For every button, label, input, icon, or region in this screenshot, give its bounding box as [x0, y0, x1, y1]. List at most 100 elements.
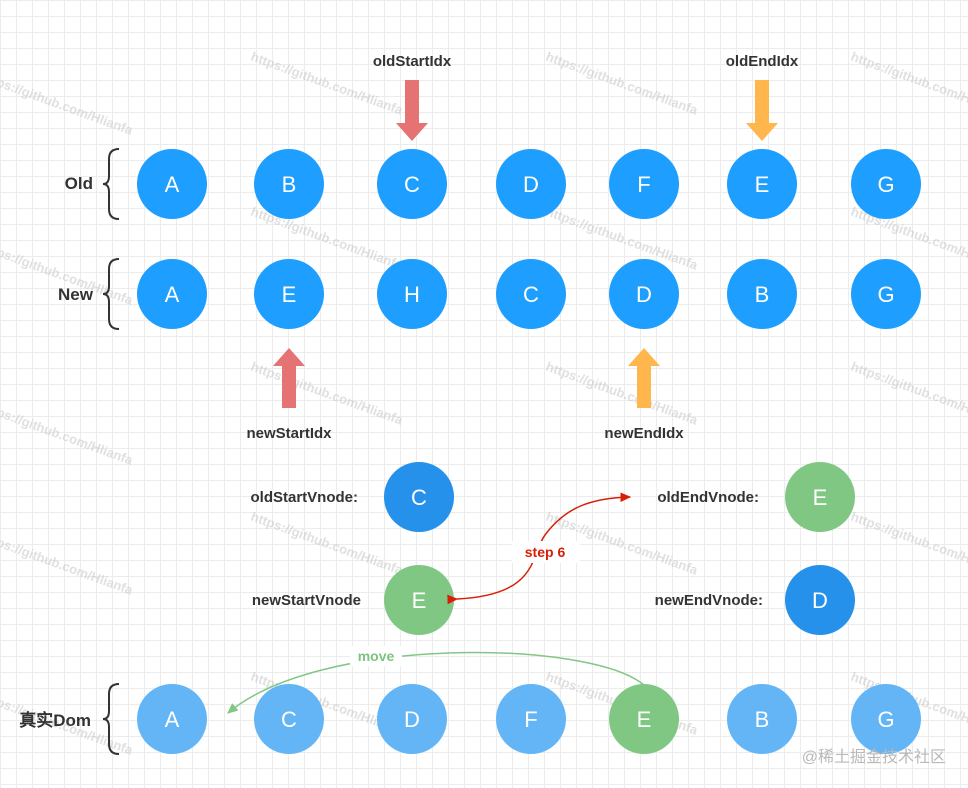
dom-node-b: B — [727, 684, 797, 754]
new-end-vnode: newEndVnode: D — [655, 565, 855, 635]
old-start-pointer: oldStartIdx — [373, 53, 452, 141]
dom-row-label: 真实Dom — [19, 710, 91, 730]
new-node-circle — [727, 259, 797, 329]
new-node-circle — [137, 259, 207, 329]
old-node-label: E — [755, 172, 770, 197]
watermark-text: https://github.com/Hlianfa — [544, 359, 701, 428]
new-start-vnode-label: newStartVnode — [252, 592, 361, 609]
dom-node-d: D — [377, 684, 447, 754]
old-start-vnode-circle — [384, 462, 454, 532]
old-node-c: C — [377, 149, 447, 219]
dom-node-circle — [137, 684, 207, 754]
new-node-g: G — [851, 259, 921, 329]
old-start-down-arrow-icon — [396, 80, 428, 141]
dom-node-circle — [727, 684, 797, 754]
dom-node-label: B — [755, 707, 770, 732]
dom-node-circle — [609, 684, 679, 754]
old-end-vnode-circle — [785, 462, 855, 532]
dom-node-circle — [496, 684, 566, 754]
new-end-vnode-label: newEndVnode: — [655, 592, 763, 609]
old-end-vnode: oldEndVnode: E — [657, 462, 855, 532]
new-end-up-arrow-icon — [628, 348, 660, 408]
old-start-vnode-label: oldStartVnode: — [251, 489, 359, 506]
new-node-circle — [254, 259, 324, 329]
watermark-text: https://github.com/Hlianfa — [249, 359, 406, 428]
old-start-vnode: oldStartVnode: C — [251, 462, 454, 532]
new-node-e: E — [254, 259, 324, 329]
dom-row-brace — [102, 683, 120, 755]
dom-node-label: A — [165, 707, 180, 732]
dom-node-g: G — [851, 684, 921, 754]
dom-node-circle — [254, 684, 324, 754]
move-label: move — [358, 648, 395, 664]
new-node-label: C — [523, 282, 539, 307]
old-end-down-arrow-icon — [746, 80, 778, 141]
old-end-pointer: oldEndIdx — [726, 53, 799, 141]
old-node-circle — [496, 149, 566, 219]
new-node-a: A — [137, 259, 207, 329]
new-row-label: New — [58, 285, 94, 304]
new-node-h: H — [377, 259, 447, 329]
dom-node-c: C — [254, 684, 324, 754]
old-node-circle — [727, 149, 797, 219]
old-node-d: D — [496, 149, 566, 219]
new-node-circle — [377, 259, 447, 329]
old-node-label: A — [165, 172, 180, 197]
move-label-bg — [350, 646, 402, 666]
old-start-idx-label: oldStartIdx — [373, 53, 452, 70]
dom-node-label: G — [877, 707, 894, 732]
new-start-vnode: newStartVnode E — [252, 565, 454, 635]
old-node-a: A — [137, 149, 207, 219]
new-row-header: New — [58, 258, 120, 330]
old-node-label: B — [282, 172, 297, 197]
old-node-circle — [254, 149, 324, 219]
old-node-circle — [851, 149, 921, 219]
new-row-brace — [102, 258, 120, 330]
new-start-vnode-value: E — [412, 588, 427, 613]
footer-watermark: @稀土掘金技术社区 — [802, 748, 946, 766]
dom-node-circle — [851, 684, 921, 754]
new-node-label: G — [877, 282, 894, 307]
new-node-c: C — [496, 259, 566, 329]
new-start-vnode-circle — [384, 565, 454, 635]
dom-node-label: F — [524, 707, 537, 732]
new-node-label: B — [755, 282, 770, 307]
new-node-circle — [496, 259, 566, 329]
new-end-idx-label: newEndIdx — [604, 425, 684, 442]
watermark-text: https://github.com/Hlianfa — [849, 509, 968, 578]
old-node-circle — [137, 149, 207, 219]
old-node-g: G — [851, 149, 921, 219]
new-end-vnode-value: D — [812, 588, 828, 613]
old-node-label: D — [523, 172, 539, 197]
new-end-pointer: newEndIdx — [604, 348, 684, 442]
step-compare-arrow — [447, 492, 632, 605]
watermark-text: https://github.com/Hlianfa — [849, 204, 968, 273]
new-node-label: D — [636, 282, 652, 307]
old-node-b: B — [254, 149, 324, 219]
old-row-label: Old — [65, 174, 93, 193]
old-node-circle — [609, 149, 679, 219]
new-start-up-arrow-icon — [273, 348, 305, 408]
new-node-circle — [851, 259, 921, 329]
step-label: step 6 — [525, 544, 566, 560]
watermark-text: https://github.com/Hlianfa — [0, 69, 135, 138]
watermark-text: https://github.com/Hlianfa — [849, 359, 968, 428]
watermark-text: https://github.com/Hlianfa — [0, 529, 135, 598]
watermark-layer: https://github.com/Hlianfa https://github… — [0, 49, 968, 758]
new-start-pointer: newStartIdx — [246, 348, 332, 442]
old-node-e: E — [727, 149, 797, 219]
old-node-circle — [377, 149, 447, 219]
dom-node-e: E — [609, 684, 679, 754]
dom-node-f: F — [496, 684, 566, 754]
new-node-b: B — [727, 259, 797, 329]
old-end-vnode-value: E — [813, 485, 828, 510]
old-node-label: F — [637, 172, 650, 197]
dom-node-label: C — [281, 707, 297, 732]
new-node-label: A — [165, 282, 180, 307]
old-node-label: C — [404, 172, 420, 197]
dom-node-a: A — [137, 684, 207, 754]
